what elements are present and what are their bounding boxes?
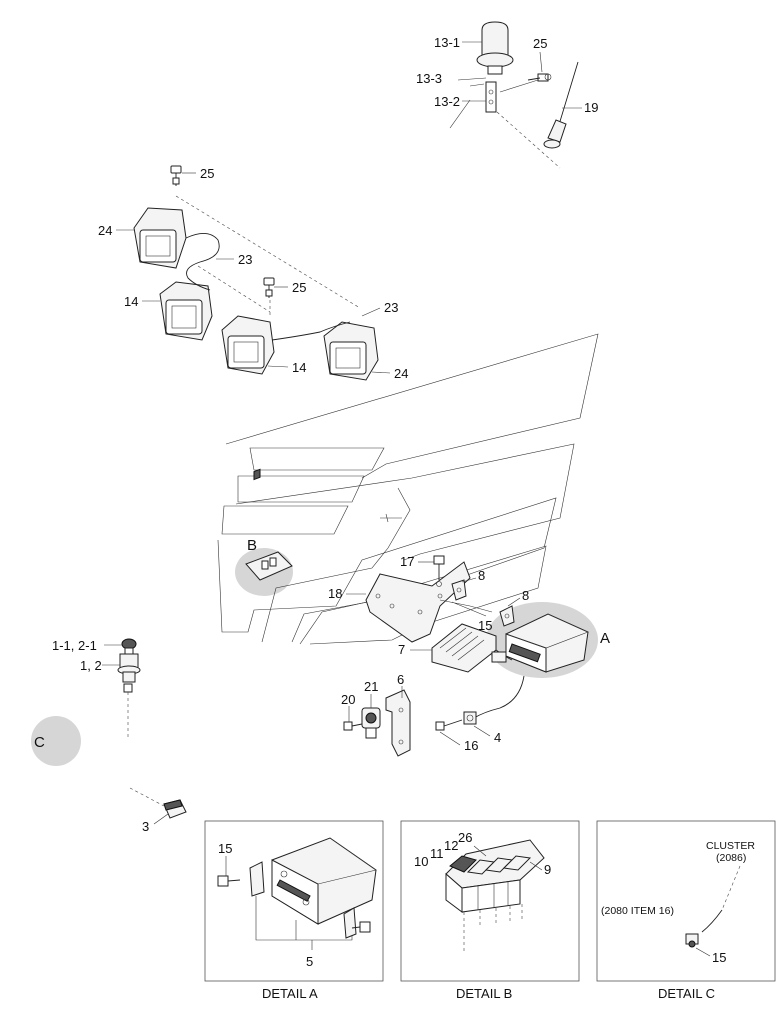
- callout-25-top: 25: [533, 36, 547, 51]
- callout-6: 6: [397, 672, 404, 687]
- callout-5: 5: [306, 954, 313, 969]
- detail-b-title: DETAIL B: [456, 986, 512, 1001]
- callout-24-a: 24: [98, 223, 112, 238]
- bolt-25-a: [170, 165, 182, 186]
- module-7: [431, 623, 497, 673]
- callout-11: 11: [430, 846, 444, 861]
- beacon-lamp: [476, 21, 514, 113]
- buzzer-21: [361, 707, 381, 739]
- bolt-25-b: [263, 277, 275, 298]
- connector-4: [463, 711, 477, 725]
- callout-18: 18: [328, 586, 342, 601]
- bolt-17: [433, 555, 445, 587]
- callout-13-1: 13-1: [434, 35, 460, 50]
- detail-c-cluster-label: CLUSTER: [706, 840, 755, 852]
- detail-a-bolt-right: [351, 921, 371, 933]
- work-lamp-24-right: [323, 321, 379, 381]
- callout-26: 26: [458, 830, 472, 845]
- callout-15-main: 15: [478, 618, 492, 633]
- antenna: [543, 61, 579, 149]
- callout-1-1-2-1: 1-1, 2-1: [52, 638, 97, 653]
- callout-7: 7: [398, 642, 405, 657]
- detail-b-switch-panel: [445, 839, 545, 913]
- detail-c-title: DETAIL C: [658, 986, 715, 1001]
- detail-letter-c: C: [34, 734, 45, 751]
- callout-19: 19: [584, 100, 598, 115]
- detail-b-frame: [400, 820, 580, 982]
- bracket-6: [385, 689, 411, 757]
- callout-9: 9: [544, 862, 551, 877]
- clip-8-b: [499, 605, 515, 627]
- top-bolt: [527, 73, 552, 82]
- callout-14-a: 14: [124, 294, 138, 309]
- callout-12: 12: [444, 838, 458, 853]
- work-lamp-24-upper: [133, 207, 187, 269]
- detail-c-frame: [596, 820, 776, 982]
- lamp-cable-upper: [185, 233, 220, 291]
- switch-panel: [245, 468, 293, 581]
- callout-20: 20: [341, 692, 355, 707]
- callout-23-a: 23: [238, 252, 252, 267]
- detail-c-highlight: [31, 716, 81, 766]
- callout-16: 16: [464, 738, 478, 753]
- callout-3: 3: [142, 819, 149, 834]
- callout-8-b: 8: [522, 588, 529, 603]
- bolt-20: [343, 721, 363, 731]
- detail-a-bracket-left: [249, 861, 265, 897]
- key-switch: [117, 638, 141, 740]
- callout-24-b: 24: [394, 366, 408, 381]
- detail-letter-a: A: [600, 630, 610, 647]
- detail-a-frame: [204, 820, 384, 982]
- callout-23-b: 23: [384, 300, 398, 315]
- detail-a-radio: [271, 837, 377, 925]
- callout-15-detail-c: 15: [712, 950, 726, 965]
- callout-13-2: 13-2: [434, 94, 460, 109]
- callout-10: 10: [414, 854, 428, 869]
- detail-a-bracket-right: [343, 907, 357, 939]
- detail-a-title: DETAIL A: [262, 986, 318, 1001]
- callout-13-3: 13-3: [416, 71, 442, 86]
- detail-c-cluster-number: (2086): [716, 852, 746, 864]
- callout-8-a: 8: [478, 568, 485, 583]
- clip-8-a: [451, 579, 467, 601]
- callout-25-a: 25: [200, 166, 214, 181]
- work-lamp-14-left: [159, 281, 213, 341]
- callout-21: 21: [364, 679, 378, 694]
- cab-outline: [217, 333, 599, 645]
- callout-14-b: 14: [292, 360, 306, 375]
- detail-c-reference: (2080 ITEM 16): [601, 905, 674, 917]
- callout-1-2: 1, 2: [80, 658, 102, 673]
- detail-c-sensor: [685, 865, 741, 948]
- radio-a: [505, 613, 589, 673]
- callout-4: 4: [494, 730, 501, 745]
- lamp-cable-lower: [271, 321, 351, 341]
- callout-17: 17: [400, 554, 414, 569]
- callout-25-b: 25: [292, 280, 306, 295]
- detail-letter-b: B: [247, 537, 257, 554]
- part-3: [163, 799, 187, 819]
- bolt-16: [435, 719, 463, 731]
- detail-a-bolt-15: [217, 875, 241, 887]
- work-lamp-14-mid: [221, 315, 275, 375]
- callout-15-detail-a: 15: [218, 841, 232, 856]
